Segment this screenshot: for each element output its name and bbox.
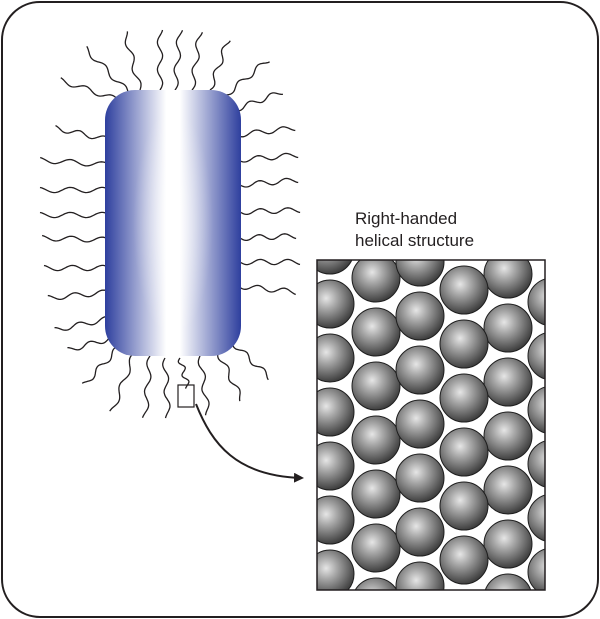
- flagellin-subunit: [439, 265, 489, 315]
- flagellum-18: [86, 46, 129, 93]
- caption-line-2: helical structure: [355, 231, 474, 250]
- flagellin-subunit: [317, 441, 355, 491]
- flagellin-subunit: [483, 303, 533, 353]
- flagellin-subunit: [483, 357, 533, 407]
- bacterial-cell: [105, 90, 241, 356]
- caption-line-1: Right-handed: [355, 209, 457, 228]
- flagellin-subunit: [483, 465, 533, 515]
- flagellin-subunit: [351, 361, 401, 411]
- flagellin-subunit: [354, 577, 398, 590]
- flagellin-subunit: [317, 549, 355, 590]
- flagellin-subunit: [527, 440, 545, 488]
- flagellin-subunit: [483, 411, 533, 461]
- flagellin-subunit: [395, 453, 445, 503]
- flagellum-23: [209, 40, 231, 91]
- flagellum-11: [237, 152, 299, 163]
- flagellin-subunit: [439, 319, 489, 369]
- helix-panel: [316, 259, 546, 591]
- flagellum-21: [173, 29, 184, 91]
- flagellin-subunit: [439, 481, 489, 531]
- flagellin-subunit: [351, 307, 401, 357]
- flagellum-12: [239, 177, 299, 188]
- flagellin-subunit: [395, 561, 445, 590]
- flagellin-subunit: [317, 279, 355, 329]
- flagellin-subunit: [484, 573, 532, 590]
- flagellin-subunit: [483, 519, 533, 569]
- flagellum-6: [43, 264, 111, 272]
- flagellum-14: [239, 233, 297, 242]
- flagellum-28: [141, 355, 152, 419]
- flagellin-subunit: [439, 535, 489, 585]
- flagellin-subunit: [317, 333, 355, 383]
- flagellin-subunit: [351, 260, 401, 303]
- flagellum-20: [156, 29, 164, 91]
- flagellin-subunit: [483, 260, 533, 299]
- flagellum-30: [177, 357, 190, 389]
- zoom-box: [177, 384, 195, 408]
- flagellin-subunit: [351, 523, 401, 573]
- flagellum-3: [39, 186, 111, 194]
- flagellin-subunit: [439, 373, 489, 423]
- flagellum-8: [54, 316, 113, 331]
- flagellin-subunit: [351, 469, 401, 519]
- flagellum-19: [124, 31, 142, 91]
- flagellin-subunit: [395, 345, 445, 395]
- flagellin-subunit: [527, 494, 545, 542]
- flagellin-subunit: [317, 387, 355, 437]
- flagellum-1: [55, 125, 111, 141]
- zoom-arrow: [195, 403, 304, 483]
- flagellum-4: [39, 211, 111, 219]
- flagellin-subunit: [439, 427, 489, 477]
- flagellum-29: [162, 357, 171, 419]
- flagellum-24: [225, 61, 270, 96]
- flagellin-subunit: [317, 495, 355, 545]
- flagellin-subunit: [351, 415, 401, 465]
- flagellum-27: [109, 351, 136, 412]
- flagellum-2: [39, 156, 111, 167]
- flagellin-subunit: [527, 278, 545, 326]
- flagellum-33: [231, 341, 269, 381]
- flagellum-26: [81, 345, 121, 384]
- flagellin-subunit: [527, 548, 545, 590]
- flagellum-22: [191, 32, 203, 91]
- flagellum-13: [239, 207, 301, 216]
- flagellum-5: [41, 234, 111, 243]
- flagellum-10: [235, 126, 296, 138]
- flagellum-15: [239, 258, 301, 266]
- flagellum-16: [237, 284, 296, 296]
- flagellin-subunit: [527, 386, 545, 434]
- flagellum-25: [233, 92, 283, 112]
- flagellum-31: [197, 355, 210, 416]
- flagellum-7: [47, 289, 111, 301]
- flagellum-32: [217, 351, 241, 402]
- flagellin-subunit: [395, 291, 445, 341]
- flagellin-subunit: [527, 332, 545, 380]
- flagellin-subunit: [395, 399, 445, 449]
- flagellin-subunit: [317, 260, 353, 275]
- flagellin-subunit: [395, 260, 445, 287]
- flagellin-subunit: [395, 507, 445, 557]
- flagellum-17: [60, 77, 119, 101]
